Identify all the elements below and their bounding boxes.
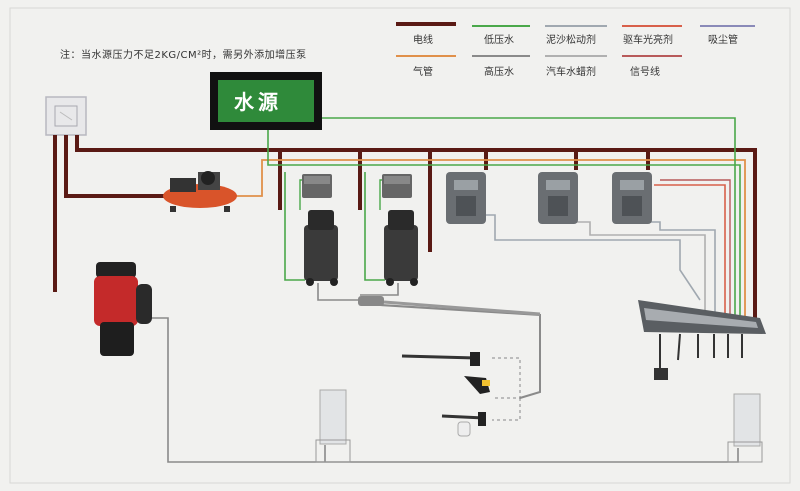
- spray-gun-icon: [401, 352, 480, 366]
- pressure-washer-icon: [382, 174, 418, 286]
- tire-stand-icon: [727, 393, 763, 463]
- electrical-box-icon: [45, 96, 87, 136]
- air-compressor-icon: [163, 171, 237, 212]
- water-source: 水源: [210, 72, 322, 130]
- boom-arm-icon: [638, 300, 766, 380]
- foam-lance-icon: [358, 296, 541, 316]
- legend-label-signal: 信号线: [630, 65, 660, 78]
- vacuum-cleaner-icon: [94, 262, 152, 356]
- spray-gun-icon: [464, 376, 490, 394]
- legend-label-electric: 电线: [413, 33, 433, 46]
- legend-label-wax: 汽车水蜡剂: [546, 65, 596, 78]
- legend-label-vacuum-hose: 吸尘管: [708, 33, 738, 46]
- frame: [9, 7, 791, 484]
- legend-label-mud-loosener: 泥沙松动剂: [546, 33, 596, 46]
- chemical-dispenser-icon: [446, 172, 486, 224]
- spray-gun-icon: [441, 412, 486, 437]
- chemical-dispenser-icon: [538, 172, 578, 224]
- legend-label-high-pressure: 高压水: [484, 65, 514, 78]
- pressure-note: 注：当水源压力不足2KG/CM²时，需另外添加增压泵: [60, 50, 307, 61]
- legend-label-low-pressure: 低压水: [484, 33, 514, 46]
- pressure-washer-icon: [302, 174, 338, 286]
- chemical-dispenser-icon: [612, 172, 652, 224]
- water-source-label: 水源: [234, 90, 282, 114]
- water-source-fill: [218, 80, 314, 122]
- legend-label-shine: 驱车光亮剂: [623, 33, 673, 46]
- legend-label-air: 气管: [413, 65, 433, 78]
- piping: [53, 117, 757, 463]
- tire-stand-icon: [315, 389, 351, 463]
- legend: 电线 低压水 泥沙松动剂 驱车光亮剂 吸尘管 气管 高压水 汽车水蜡剂 信号线: [396, 22, 755, 78]
